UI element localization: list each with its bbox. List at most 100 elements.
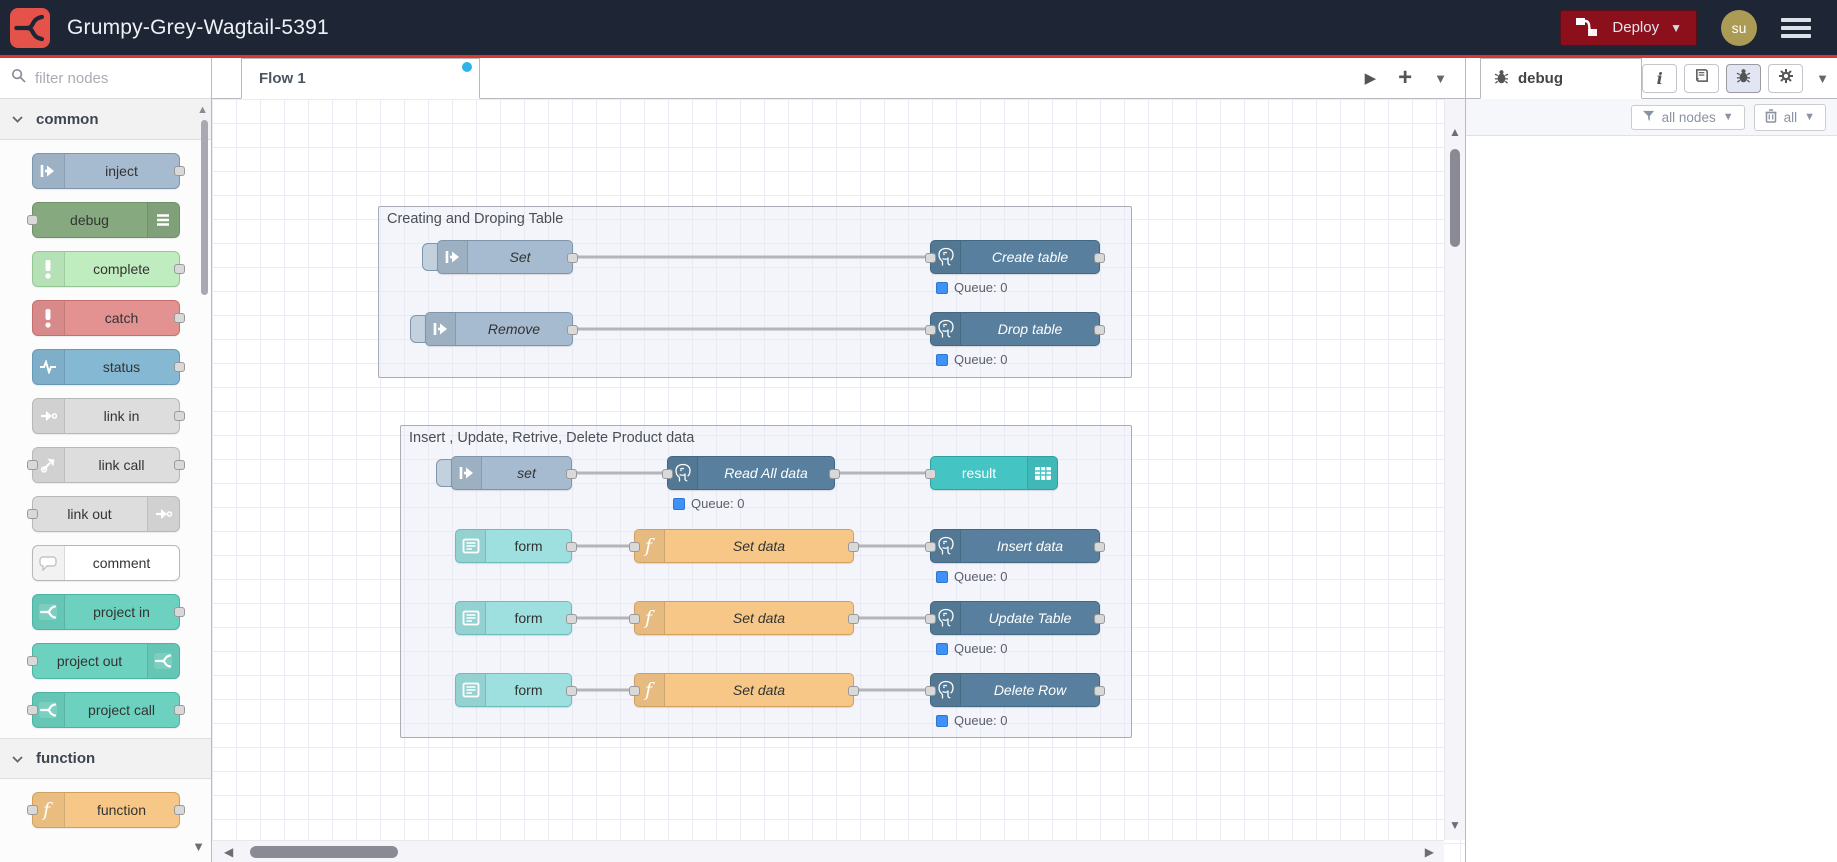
output-port[interactable] <box>173 460 185 470</box>
canvas-horizontal-scrollbar[interactable]: ◀ ▶ <box>212 840 1444 862</box>
output-port[interactable] <box>848 614 859 624</box>
node-remove[interactable]: Remove <box>425 312 578 346</box>
output-port[interactable] <box>848 542 859 552</box>
node-update-table[interactable]: Update Table <box>925 601 1105 635</box>
input-port[interactable] <box>925 469 936 479</box>
scroll-up-icon[interactable]: ▲ <box>1449 125 1461 139</box>
node-create-table[interactable]: Create table <box>925 240 1105 274</box>
scroll-down-icon[interactable]: ▼ <box>1449 818 1461 832</box>
palette-filter-input[interactable] <box>35 69 185 87</box>
input-port[interactable] <box>26 215 38 225</box>
output-port[interactable] <box>1094 542 1105 552</box>
sidebar-options-caret-icon[interactable]: ▼ <box>1816 70 1829 86</box>
add-flow-button[interactable]: + <box>1398 64 1413 91</box>
horizontal-scroll-thumb[interactable] <box>250 846 398 858</box>
input-port[interactable] <box>629 614 640 624</box>
palette-node-complete[interactable]: complete <box>31 251 185 287</box>
input-port[interactable] <box>925 253 936 263</box>
palette-node-project-in[interactable]: project in <box>31 594 185 630</box>
node-read-all-data[interactable]: Read All data <box>662 456 840 490</box>
scroll-left-icon[interactable]: ◀ <box>224 845 234 859</box>
input-port[interactable] <box>629 686 640 696</box>
input-port[interactable] <box>26 805 38 815</box>
output-port[interactable] <box>173 166 185 176</box>
input-port[interactable] <box>662 469 673 479</box>
input-port[interactable] <box>26 460 38 470</box>
node-set[interactable]: Set <box>437 240 578 274</box>
deploy-button[interactable]: Deploy ▼ <box>1560 9 1697 46</box>
node-form[interactable]: form <box>455 529 577 563</box>
next-tab-button[interactable]: ▶ <box>1364 70 1377 87</box>
palette-node-project-out[interactable]: project out <box>26 643 180 679</box>
palette-node-inject[interactable]: inject <box>31 153 185 189</box>
node-delete-row[interactable]: Delete Row <box>925 673 1105 707</box>
config-tab-button[interactable] <box>1768 63 1804 93</box>
output-port[interactable] <box>566 542 577 552</box>
palette-node-catch[interactable]: catch <box>31 300 185 336</box>
output-port[interactable] <box>173 705 185 715</box>
debug-filter-button[interactable]: all nodes ▼ <box>1630 104 1745 130</box>
flow-list-caret-icon[interactable]: ▼ <box>1434 70 1447 86</box>
output-port[interactable] <box>173 805 185 815</box>
palette-node-link-out[interactable]: link out <box>26 496 180 532</box>
deploy-options-caret-icon[interactable]: ▼ <box>1670 20 1682 35</box>
palette-node-link-in[interactable]: link in <box>31 398 185 434</box>
output-port[interactable] <box>1094 325 1105 335</box>
scroll-right-icon[interactable]: ▶ <box>1424 845 1434 859</box>
output-port[interactable] <box>173 264 185 274</box>
output-port[interactable] <box>566 469 577 479</box>
output-port[interactable] <box>173 411 185 421</box>
input-port[interactable] <box>629 542 640 552</box>
main-menu-button[interactable] <box>1781 14 1811 42</box>
output-port[interactable] <box>566 686 577 696</box>
palette-scroll-down-icon[interactable]: ▼ <box>192 839 205 854</box>
user-avatar[interactable]: su <box>1721 9 1757 46</box>
palette-node-comment[interactable]: comment <box>31 545 180 581</box>
node-form[interactable]: form <box>455 601 577 635</box>
palette-node-project-call[interactable]: project call <box>26 692 185 728</box>
output-port[interactable] <box>567 325 578 335</box>
input-port[interactable] <box>925 325 936 335</box>
palette-node-debug[interactable]: debug <box>26 202 180 238</box>
help-tab-button[interactable] <box>1684 63 1720 93</box>
input-port[interactable] <box>26 509 38 519</box>
input-port[interactable] <box>925 614 936 624</box>
debug-tab-button[interactable] <box>1726 63 1762 93</box>
palette-node-status[interactable]: status <box>31 349 185 385</box>
node-form[interactable]: form <box>455 673 577 707</box>
palette-scroll-up-icon[interactable]: ▲ <box>197 104 208 116</box>
output-port[interactable] <box>173 362 185 372</box>
node-insert-data[interactable]: Insert data <box>925 529 1105 563</box>
node-result[interactable]: result <box>925 456 1058 490</box>
flow-group-1[interactable]: Creating and Droping Table <box>378 206 1132 378</box>
tab-flow-1[interactable]: Flow 1 <box>241 58 480 99</box>
input-port[interactable] <box>925 686 936 696</box>
output-port[interactable] <box>566 614 577 624</box>
vertical-scroll-thumb[interactable] <box>1450 149 1460 247</box>
output-port[interactable] <box>848 686 859 696</box>
canvas-vertical-scrollbar[interactable]: ▲ ▼ <box>1444 99 1465 840</box>
node-set[interactable]: set <box>451 456 577 490</box>
tab-debug[interactable]: debug <box>1480 58 1643 99</box>
palette-category-common[interactable]: common <box>0 99 211 140</box>
output-port[interactable] <box>829 469 840 479</box>
input-port[interactable] <box>26 705 38 715</box>
palette-scrollbar-thumb[interactable] <box>201 120 208 295</box>
output-port[interactable] <box>173 607 185 617</box>
info-tab-button[interactable]: i <box>1642 63 1678 93</box>
debug-clear-button[interactable]: all ▼ <box>1753 103 1826 131</box>
palette-category-function[interactable]: function <box>0 738 211 779</box>
output-port[interactable] <box>173 313 185 323</box>
output-port[interactable] <box>1094 253 1105 263</box>
output-port[interactable] <box>1094 686 1105 696</box>
output-port[interactable] <box>567 253 578 263</box>
palette-node-link-call[interactable]: link call <box>26 447 185 483</box>
output-port[interactable] <box>1094 614 1105 624</box>
input-port[interactable] <box>925 542 936 552</box>
node-drop-table[interactable]: Drop table <box>925 312 1105 346</box>
